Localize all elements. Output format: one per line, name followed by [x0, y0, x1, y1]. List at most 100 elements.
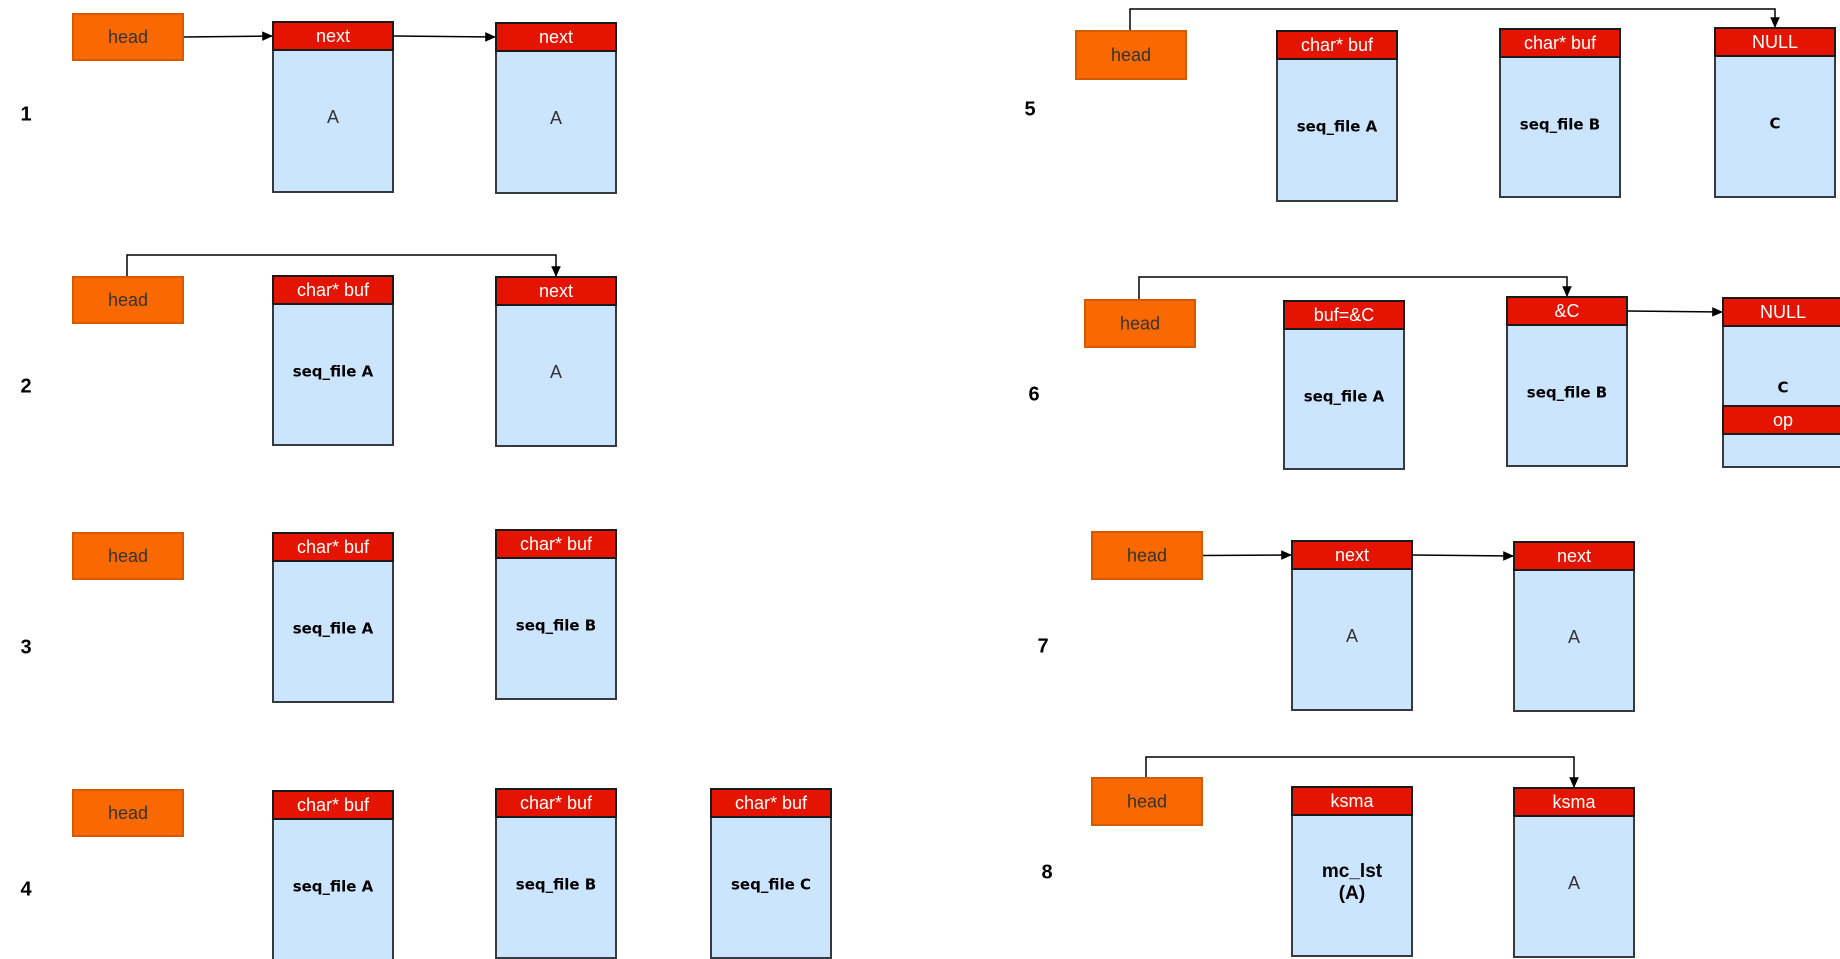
head-box: head [1084, 299, 1196, 348]
head-box: head [72, 532, 184, 580]
edges [126, 8, 1780, 788]
node-op-field [1722, 405, 1840, 435]
head-box: head [1075, 30, 1187, 80]
node-header [1291, 540, 1413, 570]
node-header [1283, 300, 1405, 330]
node-header [1276, 30, 1398, 60]
node-body-label: seq_file A [293, 878, 374, 896]
list-node: NULL C [1714, 27, 1836, 198]
head-label: head [1127, 791, 1167, 811]
node-body-label: (A) [1339, 883, 1365, 904]
node-body-label: seq_file B [1527, 384, 1607, 402]
node-header-label: char* buf [297, 280, 370, 300]
node-op-label: op [1773, 410, 1793, 430]
node-header [1291, 786, 1413, 816]
node-body-label: C [1769, 115, 1780, 133]
head-label: head [108, 27, 148, 47]
node-header [495, 788, 617, 818]
head-box: head [72, 789, 184, 837]
head-rect [1084, 299, 1196, 348]
head-box: head [1091, 777, 1203, 826]
pointer-arrow [1145, 756, 1579, 788]
head-label: head [108, 290, 148, 310]
step-label: 3 [20, 636, 31, 658]
node-body-label: C [1777, 379, 1788, 397]
node-header-label: ksma [1552, 792, 1596, 812]
head-rect [72, 276, 184, 324]
node-header-label: NULL [1752, 32, 1798, 52]
step-label: 2 [20, 375, 31, 397]
head-box: head [72, 13, 184, 61]
head-label: head [1111, 45, 1151, 65]
head-label: head [108, 803, 148, 823]
head-rect [72, 789, 184, 837]
node-header [1513, 787, 1635, 817]
node-header [272, 532, 394, 562]
node-header [272, 790, 394, 820]
node-body-label: seq_file B [1520, 116, 1600, 134]
head-label: head [108, 546, 148, 566]
node-body-label: A [1568, 627, 1580, 647]
node-header [1714, 27, 1836, 57]
node-header-label: char* buf [1524, 33, 1597, 53]
node-body-label: seq_file B [516, 617, 596, 635]
node-header-label: next [316, 26, 350, 46]
node-header-label: char* buf [520, 534, 593, 554]
node-body-label: mc_lst [1322, 861, 1383, 882]
node-header [495, 276, 617, 306]
node-header-label: char* buf [520, 793, 593, 813]
pointer-arrow [1626, 307, 1724, 317]
node-body-label: A [1568, 873, 1580, 893]
node-header [272, 275, 394, 305]
pointer-arrow [1201, 550, 1293, 560]
node-header [710, 788, 832, 818]
node-body-label: A [550, 108, 562, 128]
list-node: char* buf seq_file B [1499, 28, 1621, 198]
node-body-label: seq_file A [293, 363, 374, 381]
node-body-label: A [327, 107, 339, 127]
list-node: &C seq_file B [1506, 296, 1628, 467]
node-header-label: ksma [1330, 791, 1374, 811]
node-header [495, 529, 617, 559]
head-rect [1091, 777, 1203, 826]
node-body-label: seq_file A [293, 620, 374, 638]
list-node: NULL Cop [1722, 297, 1840, 468]
head-label: head [1127, 545, 1167, 565]
step-label: 1 [20, 103, 31, 125]
head-rect [72, 532, 184, 580]
pointer-arrow [1411, 551, 1515, 561]
pointer-arrow [1138, 276, 1572, 300]
step-label: 4 [20, 878, 32, 900]
node-body-label: A [550, 362, 562, 382]
node-body-label: seq_file C [731, 876, 811, 894]
node-body-label: A [1346, 626, 1358, 646]
head-rect [72, 13, 184, 61]
list-node: char* buf seq_file B [495, 529, 617, 700]
node-header-label: &C [1554, 301, 1579, 321]
step-label: 6 [1028, 383, 1039, 405]
node-header-label: NULL [1760, 302, 1806, 322]
list-node: char* buf seq_file A [272, 275, 394, 446]
pointer-arrow [1129, 8, 1780, 31]
node-header-label: buf=&C [1314, 305, 1375, 325]
node-header [1722, 297, 1840, 327]
list-node: ksma mc_lst(A) [1291, 786, 1413, 957]
